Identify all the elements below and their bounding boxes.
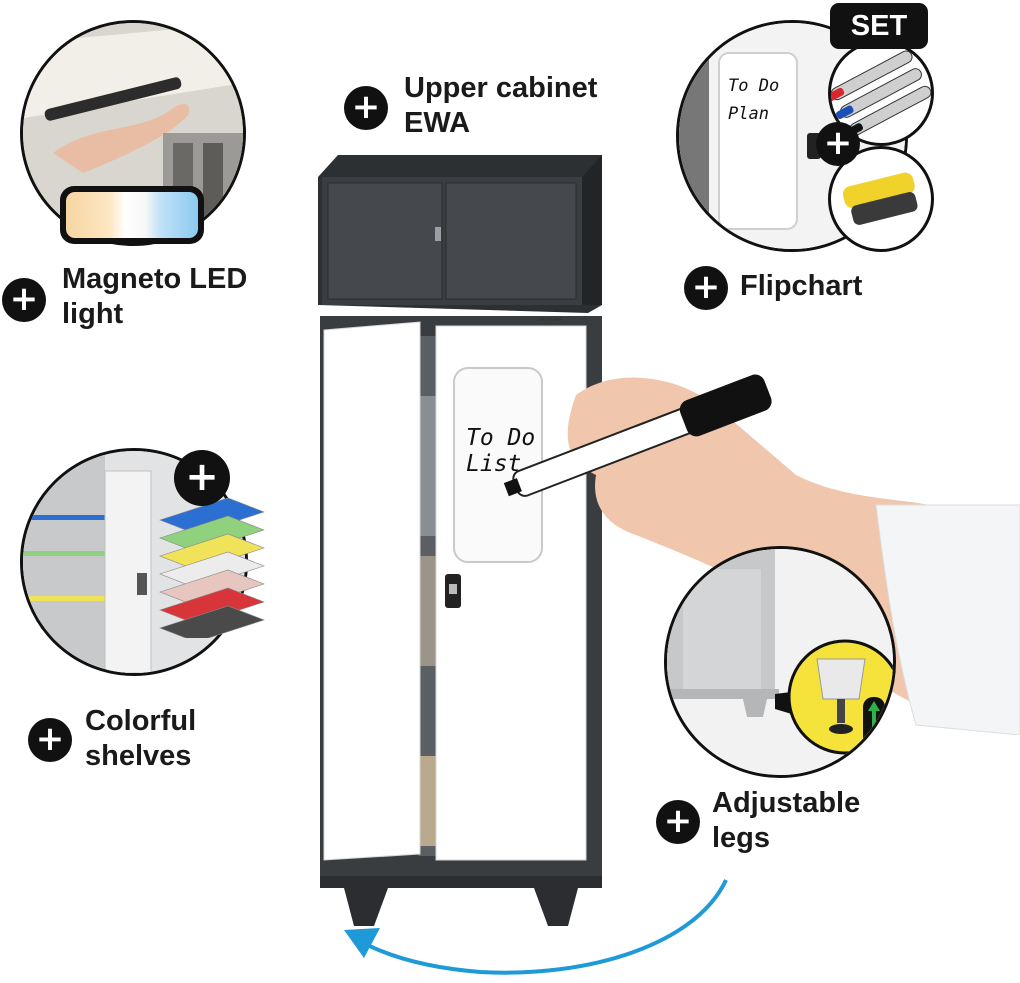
label-led-light-line2: light — [62, 298, 124, 330]
plus-icon-led-light: + — [2, 278, 46, 322]
shelf-plate — [159, 533, 265, 571]
main-cabinet-image — [318, 316, 604, 928]
shelf-plate — [159, 515, 265, 553]
label-led-light-line1: Magneto LED — [62, 263, 248, 295]
plus-icon-legs: + — [656, 800, 700, 844]
flipchart-text-line1: To Do — [728, 76, 780, 96]
label-shelves-line1: Colorful — [85, 705, 197, 737]
label-shelves-line2: shelves — [85, 740, 192, 772]
label-upper-cabinet-line1: Upper cabinet — [404, 72, 598, 104]
whiteboard-text-line1: To Do — [466, 425, 536, 451]
set-badge: SET — [830, 3, 928, 49]
label-flipchart: Flipchart — [740, 270, 863, 302]
light-temperature-icon — [60, 186, 204, 244]
curved-arrow — [340, 874, 730, 980]
flipchart-text-line2: Plan — [728, 104, 769, 124]
label-legs-line2: legs — [712, 822, 771, 854]
legs-circle — [664, 546, 896, 778]
plus-icon-flipchart: + — [684, 266, 728, 310]
plus-icon-markers: + — [816, 122, 860, 166]
markers-circle — [828, 40, 934, 146]
plus-icon-shelves: + — [28, 718, 72, 762]
shelf-color-stack — [158, 478, 266, 638]
shelf-plate — [159, 551, 265, 589]
shelf-plate — [159, 587, 265, 625]
whiteboard-text-line2: List — [466, 451, 522, 477]
plus-icon-shelves-badge: + — [174, 450, 230, 506]
label-upper-cabinet-line2: EWA — [404, 107, 471, 139]
brand-tag: Jan Nowak — [538, 317, 563, 323]
plus-icon-upper-cabinet: + — [344, 86, 388, 130]
upper-cabinet-image — [318, 155, 602, 315]
label-legs-line1: Adjustable — [712, 787, 861, 819]
shelf-plate — [159, 605, 265, 638]
shelf-plate — [159, 569, 265, 607]
